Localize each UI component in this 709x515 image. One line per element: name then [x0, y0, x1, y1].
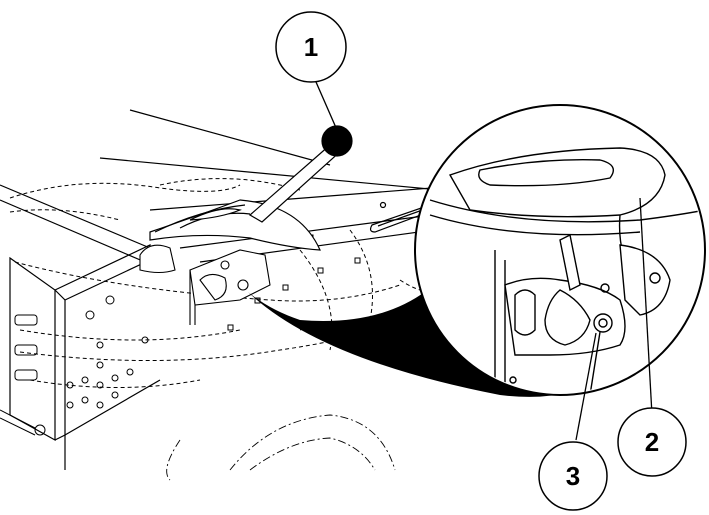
callout-circle-icon: [275, 11, 347, 83]
callout-circle-icon: [617, 407, 687, 477]
front-plate-holes: [0, 295, 149, 436]
rail-square-holes: [227, 234, 361, 331]
callout-1-label: 1: [304, 32, 318, 62]
callout-leaders: [315, 81, 653, 441]
callout-3: 3: [538, 441, 608, 511]
callout-2: 2: [617, 407, 687, 477]
lever-handle: [149, 125, 353, 251]
latch-mechanism: [139, 244, 271, 325]
callout-2-label: 2: [645, 427, 659, 457]
callout-3-label: 3: [566, 461, 580, 491]
callout-1: 1: [275, 11, 347, 83]
callout-circle-icon: [538, 441, 608, 511]
